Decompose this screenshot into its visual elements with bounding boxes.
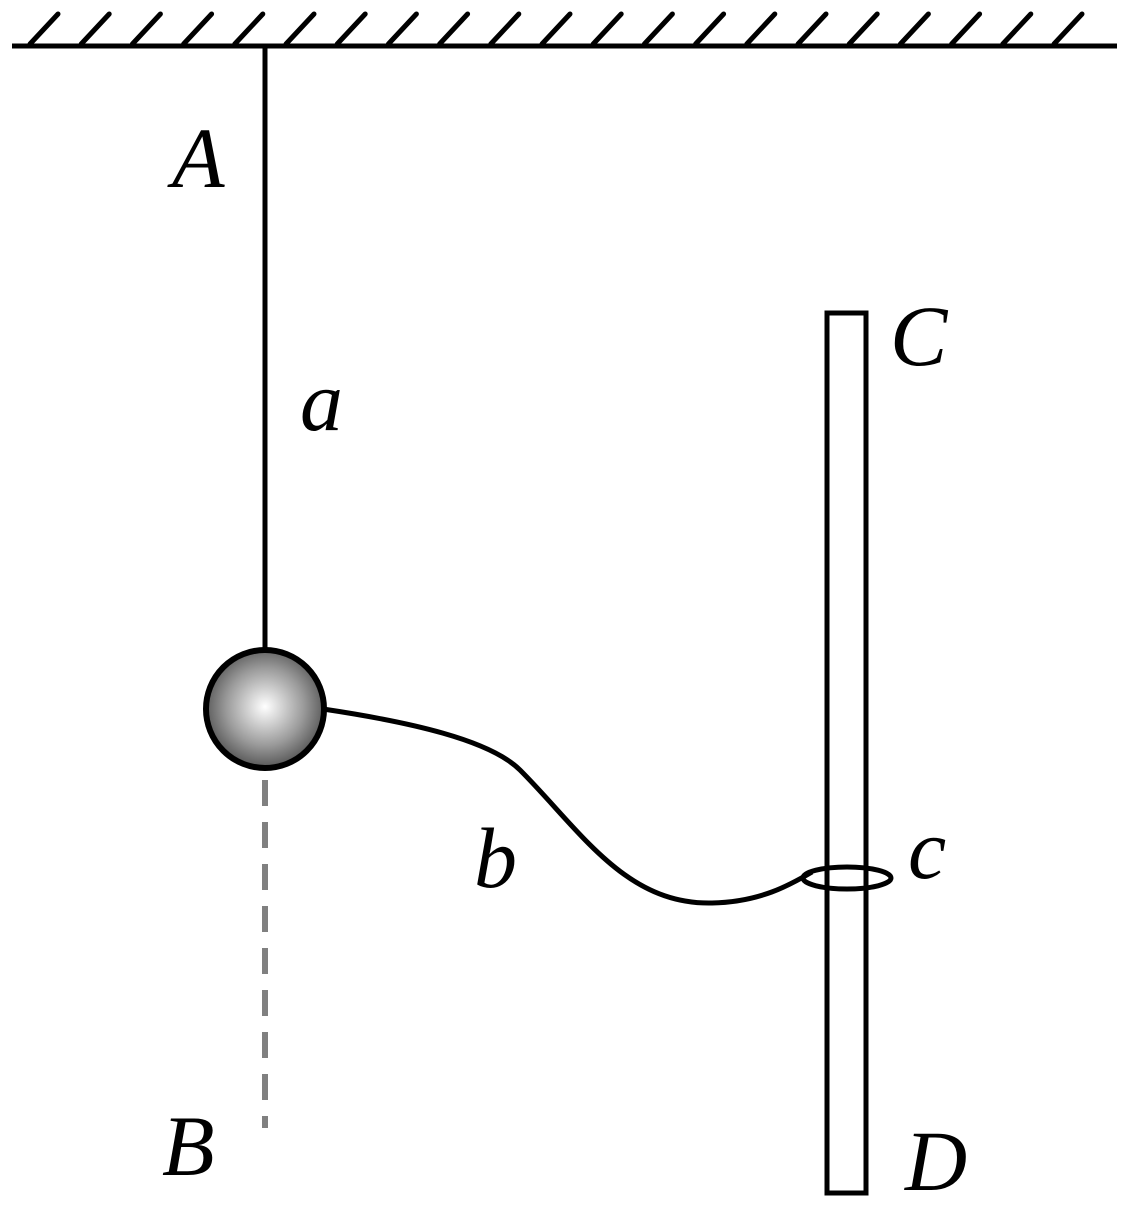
hatch-mark: [744, 11, 778, 47]
hatch-mark: [181, 11, 215, 47]
hatch-mark: [539, 11, 573, 47]
label-point-d: D: [904, 1113, 967, 1208]
hatch-mark: [385, 11, 419, 47]
hatch-mark: [897, 11, 931, 47]
ceiling-hatching: [27, 11, 1085, 47]
label-ring-c: c: [908, 801, 946, 897]
hatch-mark: [846, 11, 880, 47]
hatch-mark: [949, 11, 983, 47]
ceiling: [12, 11, 1117, 49]
hatch-mark: [27, 11, 61, 47]
hatch-mark: [129, 11, 163, 47]
hatch-mark: [283, 11, 317, 47]
hatch-mark: [78, 11, 112, 47]
hatch-mark: [693, 11, 727, 47]
hatch-mark: [1000, 11, 1034, 47]
hatch-mark: [1051, 11, 1085, 47]
ball: [203, 647, 327, 771]
hatch-mark: [488, 11, 522, 47]
hatch-mark: [590, 11, 624, 47]
hatch-mark: [437, 11, 471, 47]
label-point-b: B: [162, 1098, 215, 1194]
label-string-a: a: [300, 353, 343, 449]
hatch-mark: [334, 11, 368, 47]
hatch-mark: [641, 11, 675, 47]
hatch-mark: [232, 11, 266, 47]
ring-c: [800, 864, 894, 892]
label-string-b: b: [474, 810, 517, 906]
label-point-a: A: [167, 110, 225, 206]
label-point-c-upper: C: [890, 288, 949, 384]
hatch-mark: [795, 11, 829, 47]
rod-cd: [824, 310, 869, 1196]
string-b: [322, 706, 814, 906]
